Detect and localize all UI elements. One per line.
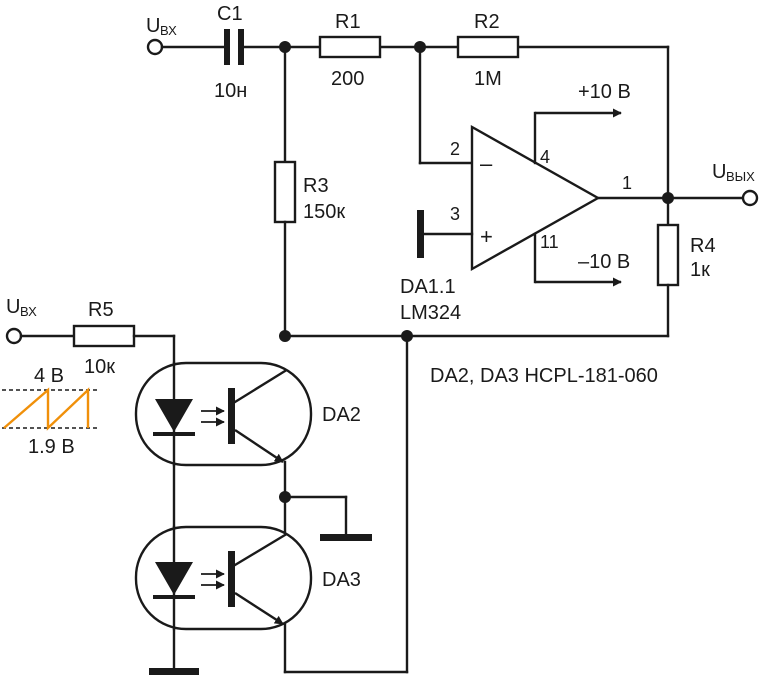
r2-name: R2 (474, 11, 500, 33)
supply-pos-label: +10 В (578, 81, 631, 103)
r1-body (318, 35, 382, 59)
opamp-pin-3: 3 (450, 204, 460, 224)
da3-led-triangle (155, 562, 193, 595)
opamp-pin-11: 11 (540, 232, 559, 252)
da2-transistor-base (228, 388, 235, 444)
opamp-part: LM324 (400, 302, 461, 324)
r2-value: 1M (474, 68, 502, 90)
resistor-r4: R4 1к (656, 223, 716, 287)
opamp-pin-4: 4 (540, 147, 550, 167)
input-terminal-ramp: U ВХ (5, 296, 76, 345)
da3-led-bar (153, 595, 195, 599)
r5-body (72, 324, 136, 348)
opamp-name: DA1.1 (400, 276, 456, 298)
opamp-pin-1: 1 (622, 173, 632, 193)
output-sub: ВЫХ (726, 169, 755, 184)
resistor-r5: R5 10к (72, 299, 136, 378)
opamp-minus-sign: – (480, 151, 493, 176)
ramp-high-label: 4 В (34, 365, 64, 387)
output-label: U (712, 161, 726, 183)
r5-value: 10к (84, 356, 115, 378)
r3-name: R3 (303, 175, 329, 197)
optocoupler-note: DA2, DA3 HCPL-181-060 (430, 365, 658, 387)
r3-body (273, 160, 297, 224)
c1-value: 10н (214, 80, 247, 102)
r1-name: R1 (335, 11, 361, 33)
input-ramp-terminal (5, 327, 23, 345)
optocoupler-da2: DA2 (134, 361, 361, 467)
c1-plate-right (238, 29, 244, 65)
da3-label: DA3 (322, 569, 361, 591)
r2-body (456, 35, 520, 59)
input-top-sub: ВХ (160, 23, 177, 38)
r4-body (656, 223, 680, 287)
resistor-r1: R1 200 (318, 11, 382, 90)
da3-emitter-arrow (234, 591, 284, 626)
node-r3-bus (279, 330, 291, 342)
ground-led (149, 668, 199, 675)
input-top-label: U (146, 15, 160, 37)
r4-name: R4 (690, 235, 716, 257)
opamp-pin-2: 2 (450, 139, 460, 159)
opamp-plus-sign: + (480, 224, 493, 249)
da2-led-triangle (155, 399, 193, 432)
r3-value: 150к (303, 201, 345, 223)
r4-value: 1к (690, 259, 710, 281)
ramp-sawtooth (3, 387, 90, 431)
r5-name: R5 (88, 299, 114, 321)
resistor-r2: R2 1M (456, 11, 520, 90)
da2-label: DA2 (322, 404, 361, 426)
da3-transistor-base (228, 551, 235, 607)
da2-body (134, 361, 313, 467)
input-top-terminal (146, 38, 164, 56)
da2-emitter-arrow (234, 429, 284, 463)
c1-plate-left (224, 29, 230, 65)
ground-da2 (320, 534, 372, 541)
supply-neg-label: –10 В (578, 251, 630, 273)
output-terminal (741, 189, 759, 207)
r1-value: 200 (331, 68, 364, 90)
ramp-waveform: 4 В 1.9 В (2, 365, 98, 458)
c1-name: C1 (217, 3, 243, 25)
reference-bar (417, 210, 424, 258)
capacitor-c1: C1 10н (214, 3, 247, 102)
input-ramp-label: U (6, 296, 20, 318)
da3-body (134, 525, 313, 631)
input-ramp-sub: ВХ (20, 304, 37, 319)
ramp-low-label: 1.9 В (28, 436, 75, 458)
input-terminal-top: U ВХ (146, 15, 226, 56)
opamp-da1: – + 2 3 4 11 1 DA1.1 LM324 (400, 124, 632, 324)
resistor-r3: R3 150к (273, 160, 345, 224)
optocoupler-da3: DA3 (134, 525, 361, 631)
da2-led-bar (153, 432, 195, 436)
